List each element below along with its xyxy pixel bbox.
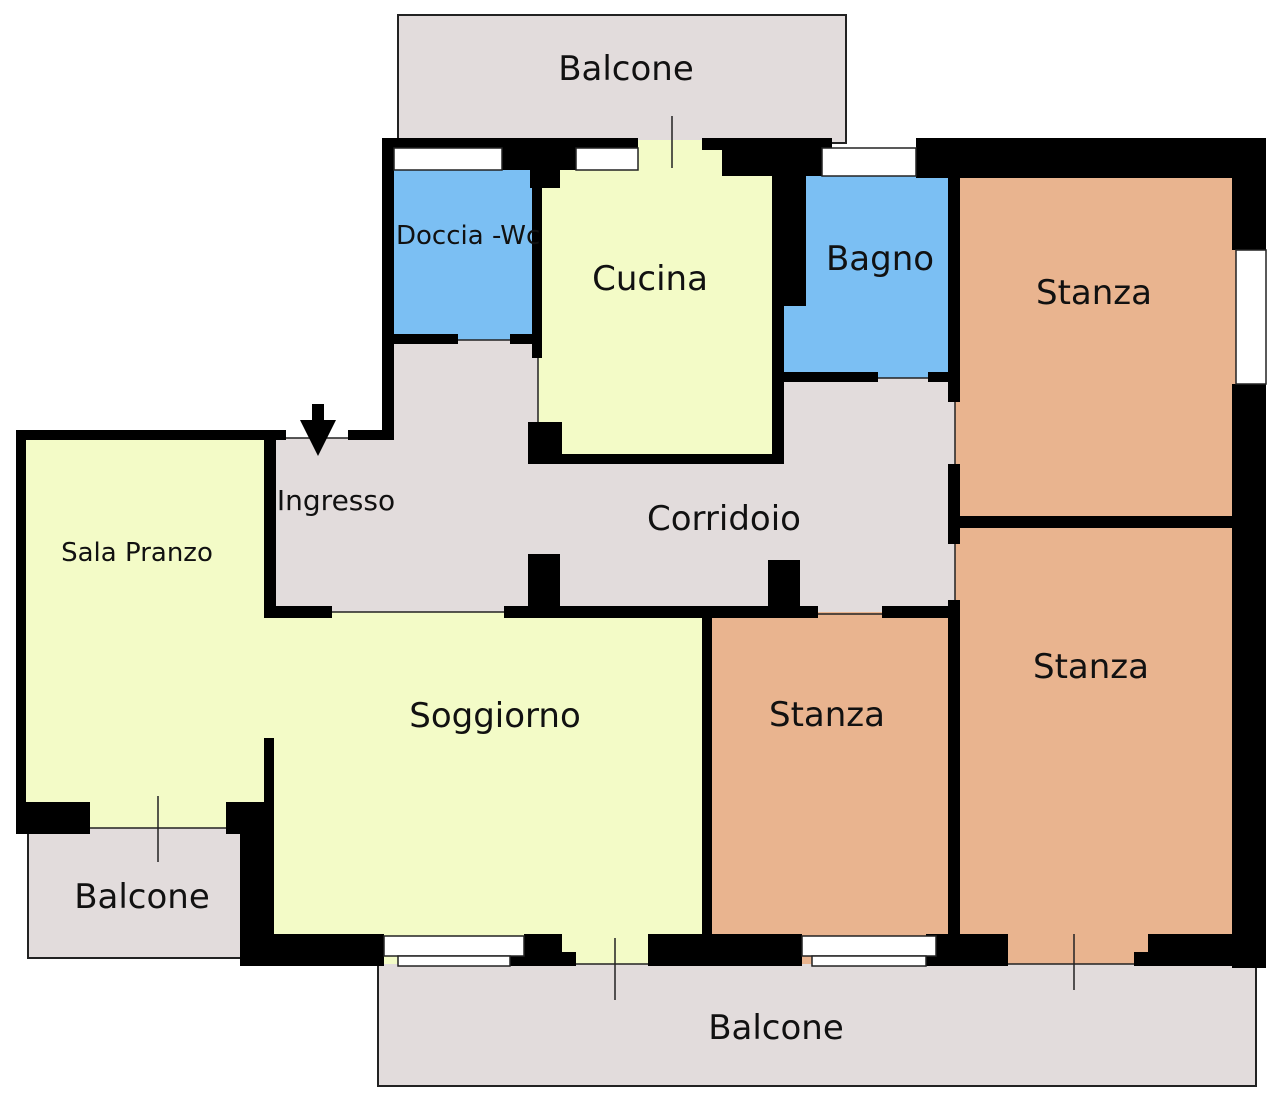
- label-bagno: Bagno: [826, 239, 934, 279]
- room-sala-pranzo: [22, 438, 270, 828]
- label-balcone-bottom: Balcone: [708, 1008, 844, 1048]
- label-doccia-wc: Doccia -Wc: [396, 221, 540, 251]
- room-stanza-se: [955, 522, 1240, 964]
- windows: [383, 147, 1267, 967]
- label-stanza-se: Stanza: [1033, 647, 1149, 687]
- label-balcone-top: Balcone: [558, 49, 694, 89]
- label-corridoio: Corridoio: [647, 499, 801, 539]
- label-stanza-ne: Stanza: [1036, 273, 1152, 313]
- arrow-down-icon: [300, 404, 336, 456]
- label-ingresso: Ingresso: [277, 484, 395, 517]
- room-doccia-wc: [390, 168, 538, 340]
- room-cucina: [538, 140, 780, 460]
- label-soggiorno: Soggiorno: [409, 696, 581, 736]
- room-soggiorno: [248, 612, 708, 964]
- label-balcone-left: Balcone: [74, 877, 210, 917]
- walls: [16, 138, 1266, 968]
- room-stanza-mid: [708, 612, 955, 964]
- label-stanza-mid: Stanza: [769, 695, 885, 735]
- room-bagno: [780, 170, 955, 378]
- label-cucina: Cucina: [592, 259, 708, 299]
- room-stanza-ne: [955, 170, 1240, 522]
- balcony-top: [397, 14, 847, 144]
- balcony-left: [27, 825, 249, 959]
- label-sala-pranzo: Sala Pranzo: [61, 538, 213, 568]
